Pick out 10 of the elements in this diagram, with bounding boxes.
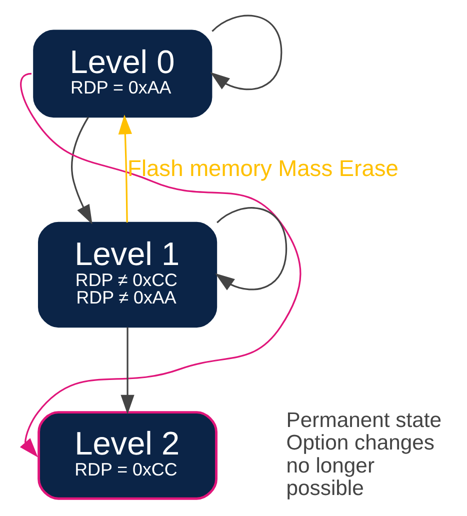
arrow	[214, 207, 287, 290]
node-label: Permanent state Option changes no longer possible	[286, 408, 442, 500]
arrow	[118, 114, 132, 222]
arrow	[210, 14, 282, 90]
arrow	[120, 327, 134, 414]
node-box: Level 1 RDP ≠ 0xCC RDP ≠ 0xAA	[37, 222, 217, 328]
arrow	[70, 116, 92, 224]
node-box: Level 2 RDP = 0xCC	[37, 411, 217, 500]
node-box: Level 0 RDP = 0xAA	[32, 30, 212, 118]
edge-label: Flash memory Mass Erase	[127, 154, 398, 181]
